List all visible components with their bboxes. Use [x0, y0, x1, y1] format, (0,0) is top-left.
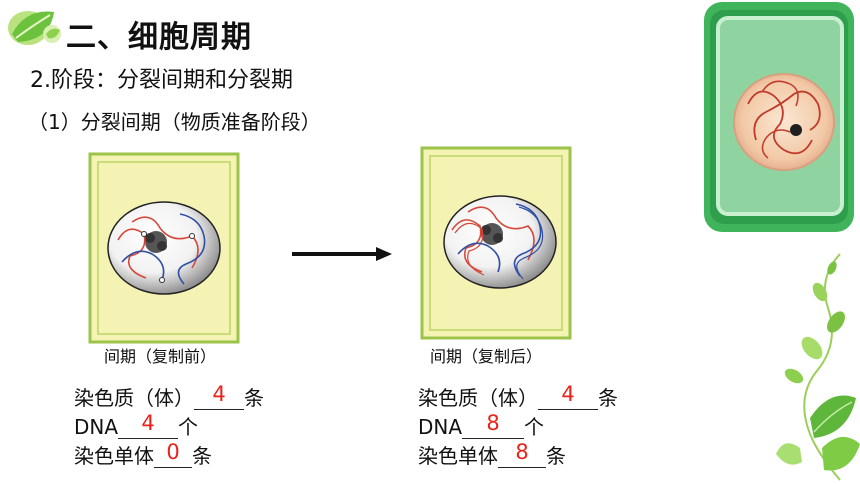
stage-subtitle: 2.阶段：分裂间期和分裂期	[30, 68, 293, 93]
chromatin-unit: 条	[598, 386, 618, 410]
chromatid-label: 染色单体	[74, 444, 154, 468]
dna-answer: 8	[486, 411, 500, 435]
chromatid-unit: 条	[546, 444, 566, 468]
chromatid-unit: 条	[192, 444, 212, 468]
dna-unit: 个	[178, 415, 199, 439]
dna-unit: 个	[524, 415, 545, 439]
chromatin-answer: 4	[212, 382, 226, 406]
dna-answer: 4	[141, 411, 155, 435]
dna-label: DNA	[418, 415, 463, 439]
chromatid-label: 染色单体	[418, 444, 498, 468]
cell-after-diagram	[420, 146, 572, 340]
caption-before: 间期（复制前）	[104, 347, 217, 366]
chromatid-answer: 8	[515, 440, 529, 464]
page-title: 二、细胞周期	[66, 20, 252, 55]
chromatin-unit: 条	[244, 386, 264, 410]
cell-micrograph-image	[696, 0, 860, 240]
chromatin-label: 染色质（体）	[74, 386, 194, 410]
leaf-vine-icon	[770, 248, 860, 484]
cell-before-diagram	[88, 152, 240, 344]
chromatid-answer: 0	[166, 440, 180, 464]
chromatin-answer: 4	[561, 382, 575, 406]
caption-after: 间期（复制后）	[430, 347, 543, 366]
dna-label: DNA	[74, 415, 119, 439]
green-leaf-icon	[6, 4, 66, 52]
right-arrow-icon	[290, 244, 394, 264]
chromatin-label: 染色质（体）	[418, 386, 538, 410]
phase-heading: （1）分裂间期（物质准备阶段）	[28, 110, 321, 134]
